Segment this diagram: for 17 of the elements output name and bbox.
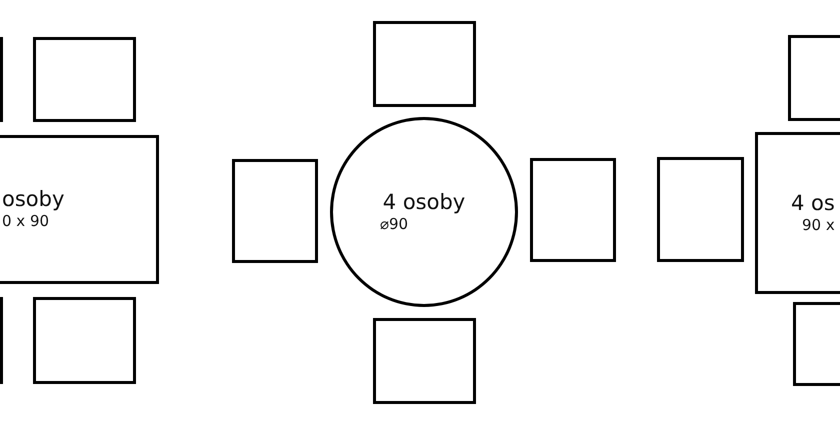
chair [530, 158, 616, 262]
chair [33, 297, 136, 384]
chair [657, 157, 744, 262]
chair [373, 318, 476, 404]
chair [788, 35, 840, 121]
table [755, 132, 840, 294]
table-size: ⌀90 [380, 214, 408, 234]
chair [373, 21, 476, 107]
table-size: 90 x [802, 216, 835, 236]
table-label: 4 os [791, 190, 835, 216]
table-label: osoby [2, 187, 64, 212]
chair [33, 37, 136, 122]
table-label: 4 osoby [382, 190, 466, 215]
table-size: 0 x 90 [2, 212, 50, 232]
chair [793, 302, 840, 386]
table [0, 135, 159, 284]
chair [232, 159, 318, 263]
